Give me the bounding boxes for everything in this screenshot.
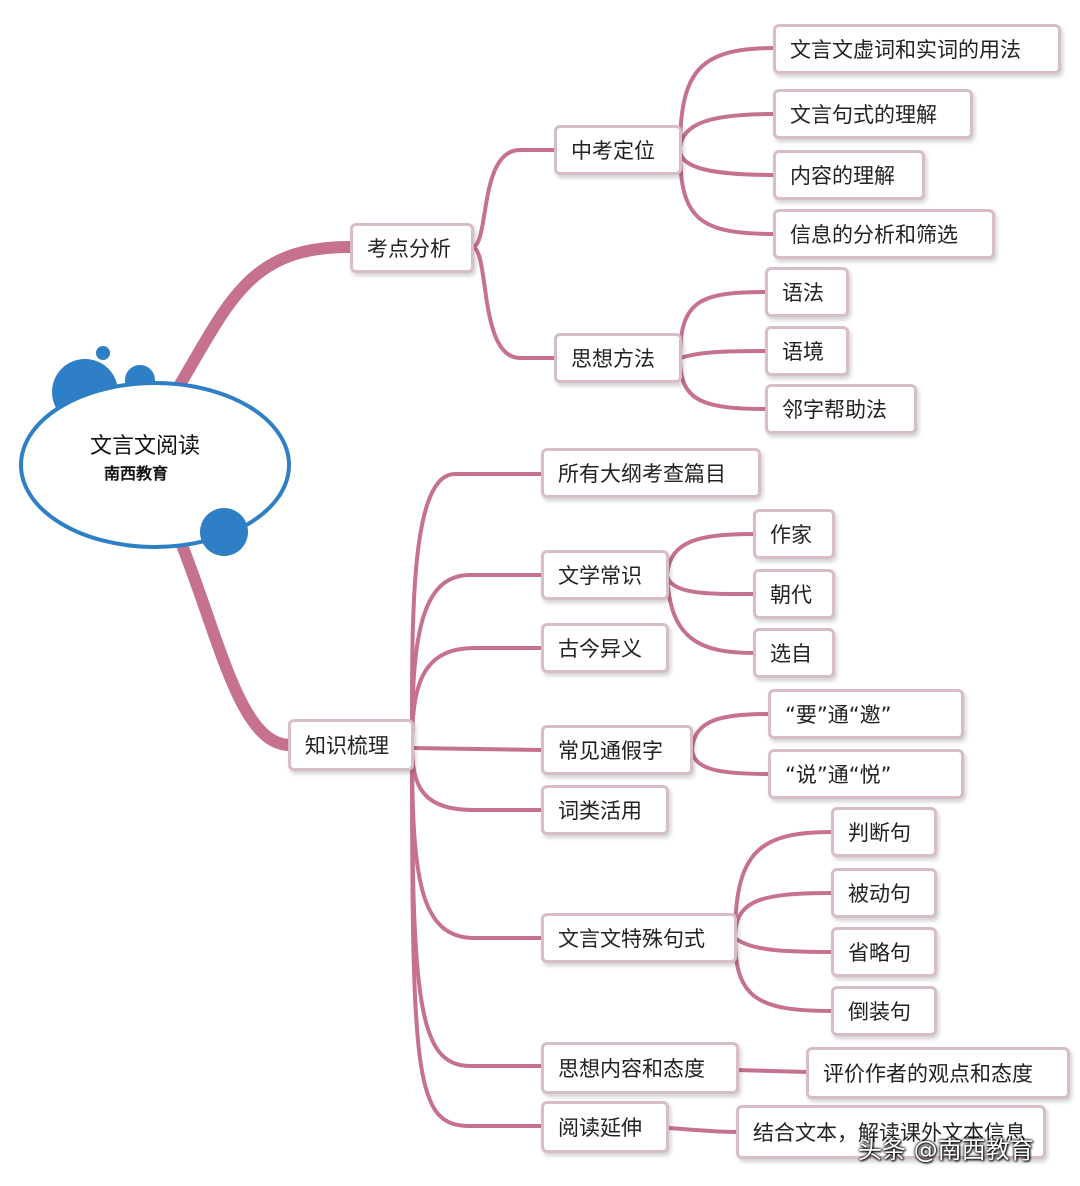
node-zhishi[interactable]: 知识梳理 [288, 719, 414, 771]
node-jushi[interactable]: 文言句式的理解 [773, 89, 973, 139]
node-linzi[interactable]: 邻字帮助法 [765, 384, 917, 434]
bubble-small [96, 346, 110, 360]
node-yao[interactable]: “要”通“邀” [768, 689, 964, 739]
root-subtitle: 南西教育 [104, 464, 169, 483]
root-ellipse [19, 381, 291, 549]
node-tongjia[interactable]: 常见通假字 [541, 725, 693, 775]
node-kaodian[interactable]: 考点分析 [350, 223, 474, 273]
node-wenxue[interactable]: 文学常识 [541, 550, 669, 600]
node-teshu[interactable]: 文言文特殊句式 [541, 913, 737, 963]
node-gujin[interactable]: 古今异义 [541, 623, 669, 673]
watermark: 头条 @南西教育 [858, 1136, 1034, 1164]
node-xuci[interactable]: 文言文虚词和实词的用法 [773, 24, 1061, 74]
bubble-bottom [200, 508, 248, 556]
branch-root-kaodian [172, 240, 358, 394]
node-daozhuang[interactable]: 倒装句 [831, 986, 937, 1036]
node-dagang[interactable]: 所有大纲考查篇目 [541, 448, 761, 498]
node-beidong[interactable]: 被动句 [831, 868, 937, 918]
node-shenglue[interactable]: 省略句 [831, 927, 937, 977]
node-taidu[interactable]: 思想内容和态度 [541, 1042, 739, 1094]
root-title: 文言文阅读 [90, 434, 201, 459]
node-yujing[interactable]: 语境 [765, 326, 849, 376]
node-zuojia[interactable]: 作家 [753, 509, 835, 559]
node-jiehe[interactable]: 结合文本，解读课外文本信息 [736, 1105, 1046, 1159]
node-neirong[interactable]: 内容的理解 [773, 150, 925, 200]
node-panduan[interactable]: 判断句 [831, 807, 937, 857]
node-cilei[interactable]: 词类活用 [541, 785, 669, 835]
node-yufa[interactable]: 语法 [765, 267, 849, 317]
node-chaodai[interactable]: 朝代 [753, 569, 835, 619]
node-xuanzi[interactable]: 选自 [753, 628, 835, 678]
node-shuo[interactable]: “说”通“悦” [768, 749, 964, 799]
node-yanshen[interactable]: 阅读延伸 [541, 1101, 669, 1153]
node-zhongkao[interactable]: 中考定位 [554, 125, 682, 175]
node-xinxi[interactable]: 信息的分析和筛选 [773, 209, 995, 259]
node-sixiang[interactable]: 思想方法 [554, 333, 682, 383]
node-pingjia[interactable]: 评价作者的观点和态度 [806, 1047, 1070, 1099]
branch-root-zhishi [174, 534, 296, 751]
